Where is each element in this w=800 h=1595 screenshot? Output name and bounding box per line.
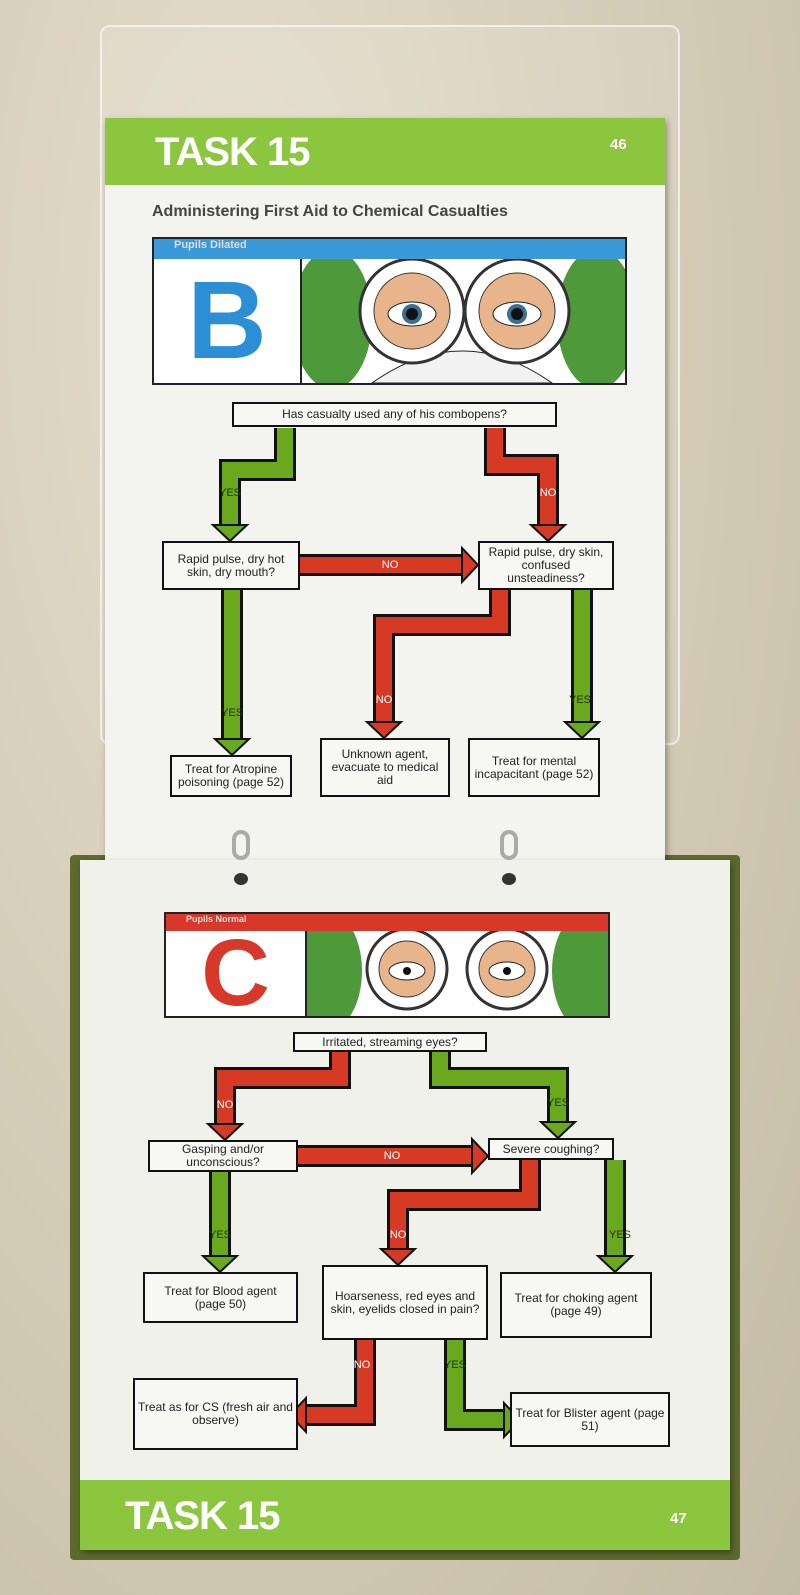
panel-bar: Pupils Dilated xyxy=(154,239,625,259)
punch-hole xyxy=(234,873,248,885)
label-yes: YES xyxy=(608,1229,632,1241)
panel-bar: Pupils Normal xyxy=(166,914,608,931)
label-no: NO xyxy=(381,559,399,571)
node-choking-agent: Treat for choking agent (page 49) xyxy=(500,1272,652,1338)
page-number: 46 xyxy=(610,136,627,153)
node-mental-incapacitant: Treat for mental incapacitant (page 52) xyxy=(468,738,600,797)
node-irritated-eyes: Irritated, streaming eyes? xyxy=(293,1032,487,1052)
yes-arrow xyxy=(212,590,252,757)
no-arrow xyxy=(364,590,511,740)
panel-letter: B xyxy=(154,259,302,383)
no-arrow xyxy=(298,1136,490,1176)
label-yes: YES xyxy=(208,1229,232,1241)
label-yes: YES xyxy=(220,707,244,719)
label-no: NO xyxy=(389,1229,407,1241)
label-yes: YES xyxy=(568,694,592,706)
no-arrow xyxy=(288,1340,376,1435)
no-arrow xyxy=(484,428,568,543)
node-combopens-question: Has casualty used any of his combopens? xyxy=(232,402,557,427)
panel-pupils-normal: Pupils Normal C xyxy=(164,912,610,1021)
label-no: NO xyxy=(383,1150,401,1162)
node-rapid-pulse-confused: Rapid pulse, dry skin, confused unsteadi… xyxy=(478,541,614,590)
binder-ring-right xyxy=(500,830,518,860)
node-severe-coughing: Severe coughing? xyxy=(488,1138,614,1160)
task-title: TASK 15 xyxy=(125,1494,281,1538)
node-unknown-agent: Unknown agent, evacuate to medical aid xyxy=(320,738,450,797)
no-arrow xyxy=(205,1052,351,1142)
yes-arrow xyxy=(562,590,602,740)
node-blister-agent: Treat for Blister agent (page 51) xyxy=(510,1392,670,1447)
node-atropine-poisoning: Treat for Atropine poisoning (page 52) xyxy=(170,755,292,797)
panel-pupils-dilated: Pupils Dilated B xyxy=(152,237,627,385)
node-hoarseness: Hoarseness, red eyes and skin, eyelids c… xyxy=(322,1265,488,1340)
label-no: NO xyxy=(216,1099,234,1111)
yes-arrow xyxy=(210,428,296,543)
label-no: NO xyxy=(375,694,393,706)
page-title: Administering First Aid to Chemical Casu… xyxy=(152,203,508,220)
label-no: NO xyxy=(539,487,557,499)
goggles-eyes-illustration xyxy=(302,259,625,383)
node-treat-cs: Treat as for CS (fresh air and observe) xyxy=(133,1378,298,1450)
node-blood-agent: Treat for Blood agent (page 50) xyxy=(143,1272,298,1323)
goggles-eyes-illustration xyxy=(307,931,608,1016)
label-yes: YES xyxy=(443,1359,467,1371)
page-footer: TASK 15 47 xyxy=(80,1480,730,1550)
no-arrow xyxy=(300,545,480,585)
no-arrow xyxy=(378,1160,541,1267)
punch-hole xyxy=(502,873,516,885)
yes-arrow xyxy=(429,1052,578,1140)
node-gasping: Gasping and/or unconscious? xyxy=(148,1140,298,1172)
label-no: NO xyxy=(353,1359,371,1371)
yes-arrow xyxy=(595,1160,635,1274)
panel-letter: C xyxy=(166,926,307,1021)
yes-arrow xyxy=(200,1172,240,1274)
page-number: 47 xyxy=(670,1510,687,1527)
label-yes: YES xyxy=(218,487,242,499)
binder-ring-left xyxy=(232,830,250,860)
node-rapid-pulse-hot-skin: Rapid pulse, dry hot skin, dry mouth? xyxy=(162,541,300,590)
task-title: TASK 15 xyxy=(155,130,311,174)
label-yes: YES xyxy=(546,1097,570,1109)
yes-arrow xyxy=(444,1340,522,1440)
page-header: TASK 15 46 xyxy=(105,118,665,185)
